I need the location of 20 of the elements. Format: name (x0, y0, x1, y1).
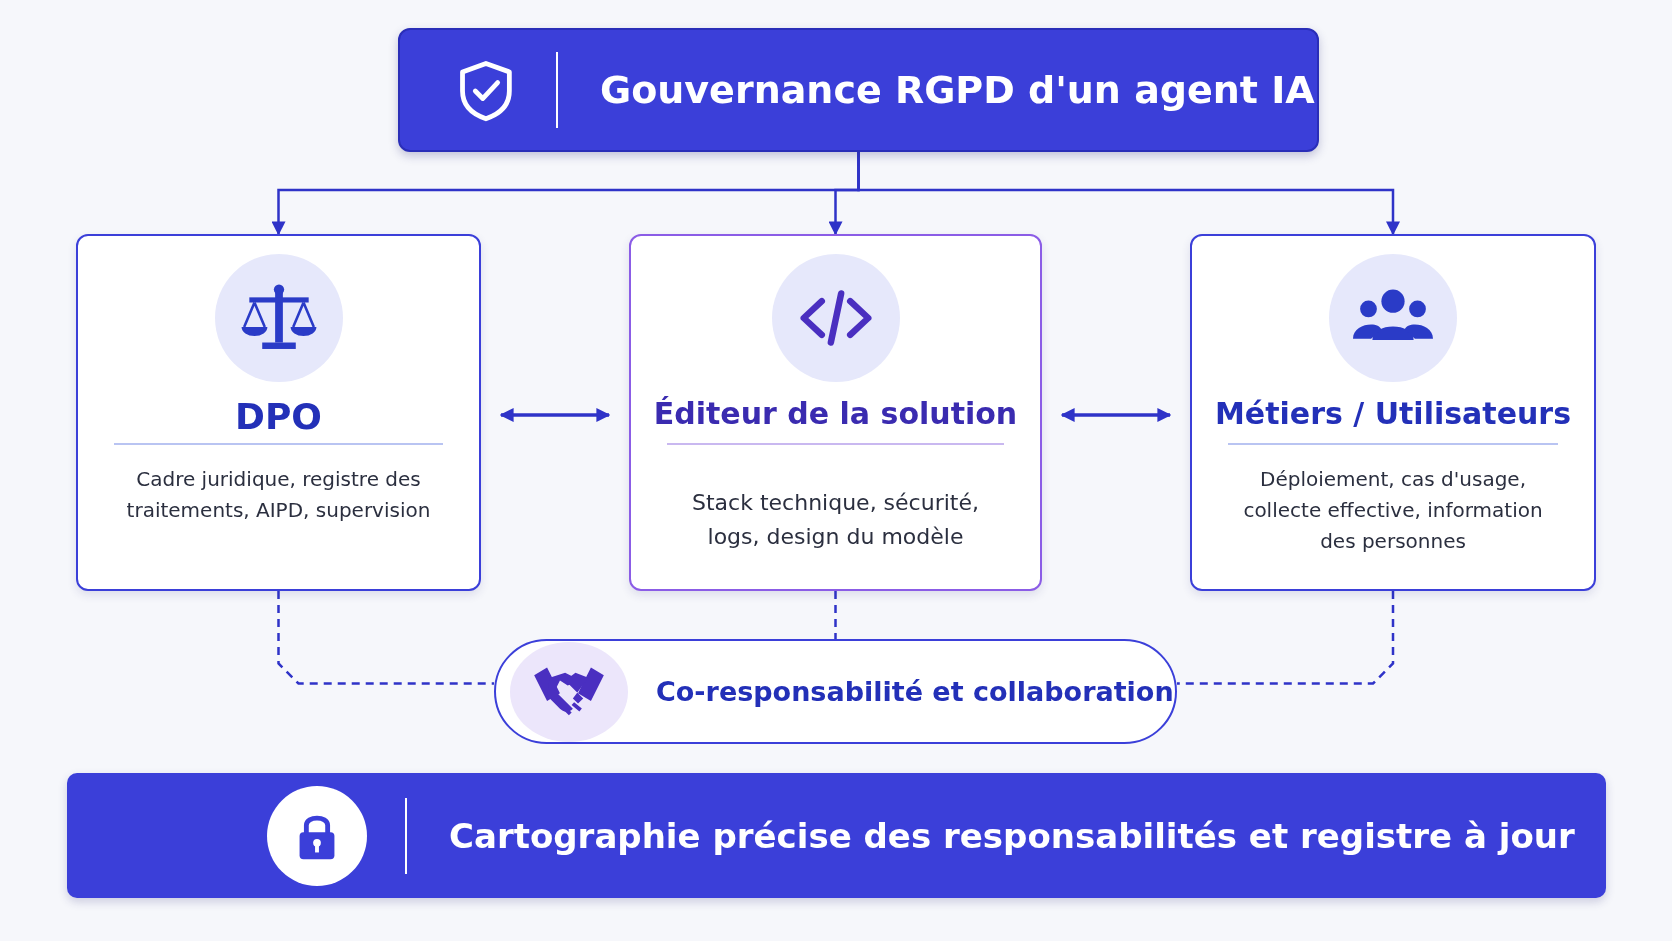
role-card (76, 234, 481, 591)
dashed-connector (1177, 591, 1395, 685)
collaboration-text: Co-responsabilité et collaboration (656, 676, 1174, 707)
arrow (857, 152, 1400, 236)
role-heading: DPO (234, 396, 323, 437)
dashed-connector (277, 591, 494, 685)
role-card (1190, 234, 1596, 591)
double-arrow (499, 408, 611, 422)
summary-banner (67, 773, 1606, 898)
double-arrow (1060, 408, 1172, 422)
dashed-connector (834, 591, 837, 639)
title-banner (398, 28, 1319, 152)
summary-text: Cartographie précise des responsabilités et registre à jour (449, 815, 1575, 856)
role-card (629, 234, 1042, 591)
role-description: Stack technique, sécurité, logs, design du modèle (691, 489, 980, 551)
role-description: Cadre juridique, registre des traitements, AIPD, supervision (125, 466, 432, 524)
title-text: Gouvernance RGPD d'un agent IA (600, 68, 1315, 112)
role-heading: Métiers / Utilisateurs (1214, 396, 1572, 431)
role-description: Déploiement, cas d'usage, collecte effective, information des personnes (1242, 466, 1544, 555)
role-heading: Éditeur de la solution (652, 396, 1019, 431)
